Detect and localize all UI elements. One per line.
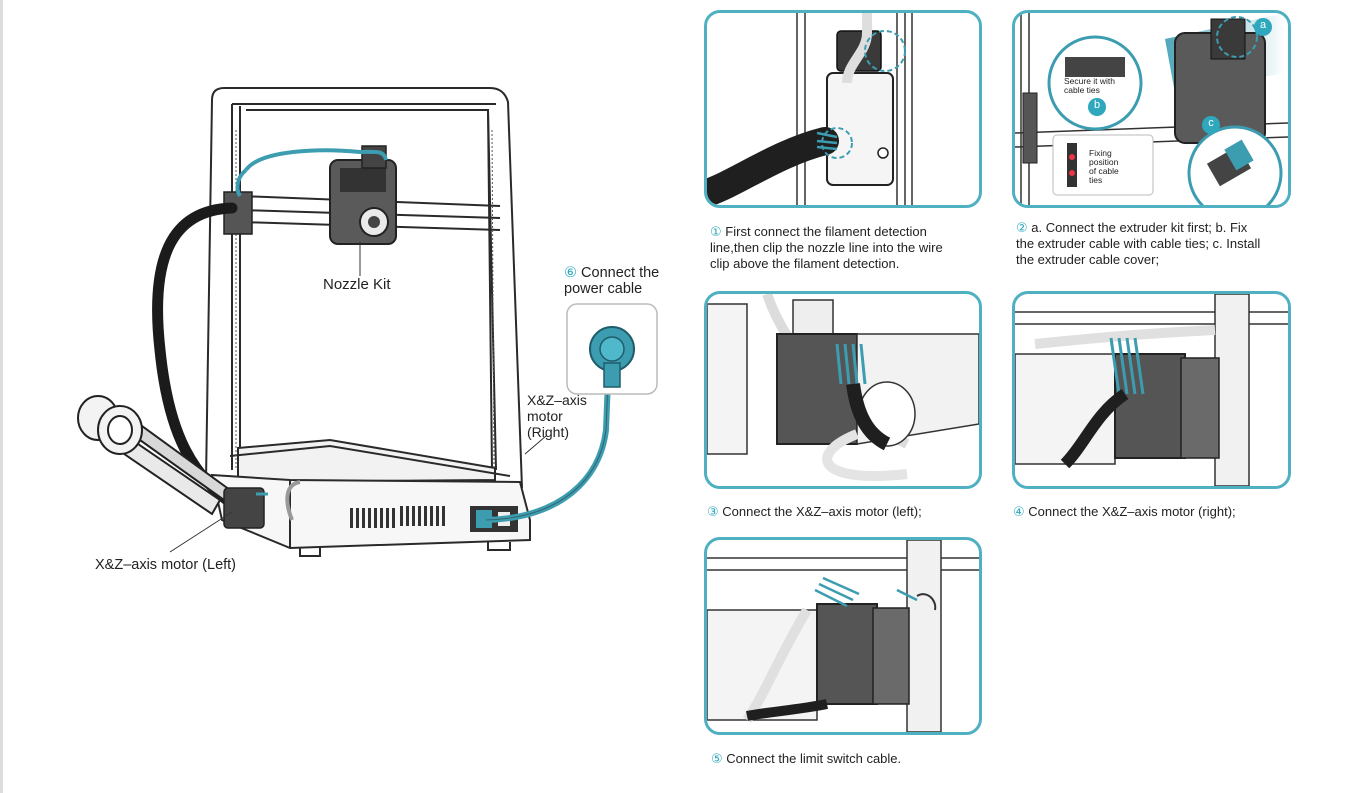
secure-line-2: cable ties: [1064, 85, 1100, 95]
step-1-number: ①: [710, 224, 722, 239]
fixing-line-2: position: [1089, 157, 1119, 167]
step-4-panel: [1012, 291, 1291, 489]
step-2-line-2: the extruder cable with cable ties; c. I…: [1016, 236, 1261, 251]
motor-right-line-2: motor: [527, 408, 563, 424]
step-2-illustration: [1015, 13, 1288, 205]
nozzle-kit-label: Nozzle Kit: [323, 276, 391, 293]
printer-illustration: [77, 87, 611, 557]
step-5-caption: ⑤ Connect the limit switch cable.: [711, 751, 1011, 767]
power-cable-label: ⑥ Connect the power cable: [564, 265, 659, 297]
step-3-number: ③: [707, 504, 719, 519]
motor-right-label: X&Z–axis motor (Right): [527, 392, 587, 440]
power-line-2: power cable: [564, 281, 643, 297]
step-5-line-1: Connect the limit switch cable.: [726, 751, 902, 766]
step-1-line-2: line,then clip the nozzle line into the …: [710, 240, 943, 255]
step-2-number: ②: [1016, 220, 1028, 235]
power-step-number: ⑥: [564, 265, 577, 281]
step-2-panel: Secure it with cable ties Fixing positio…: [1012, 10, 1291, 208]
step-1-panel: [704, 10, 982, 208]
page-edge: [0, 0, 3, 793]
step-1-line-1: First connect the filament detection: [725, 224, 927, 239]
motor-right-line-1: X&Z–axis: [527, 392, 587, 408]
fixing-line-1: Fixing: [1089, 148, 1112, 158]
motor-right-line-3: (Right): [527, 424, 570, 440]
step-4-illustration: [1015, 294, 1288, 486]
fixing-callout: Fixing position of cable ties: [1089, 149, 1119, 185]
badge-a: a: [1259, 19, 1267, 31]
secure-line-1: Secure it with: [1064, 76, 1116, 86]
step-3-line-1: Connect the X&Z–axis motor (left);: [722, 504, 922, 519]
step-1-caption: ① First connect the filament detection l…: [710, 224, 990, 272]
step-1-line-3: clip above the filament detection.: [710, 256, 900, 271]
step-1-illustration: [707, 13, 913, 205]
motor-left-label: X&Z–axis motor (Left): [95, 557, 237, 573]
step-3-illustration: [707, 294, 979, 481]
fixing-line-3: of cable: [1089, 166, 1119, 176]
secure-callout: Secure it with cable ties: [1064, 77, 1115, 95]
step-5-panel: [704, 537, 982, 735]
step-4-number: ④: [1013, 504, 1025, 519]
fixing-line-4: ties: [1089, 175, 1103, 185]
step-4-caption: ④ Connect the X&Z–axis motor (right);: [1013, 504, 1333, 520]
step-2-caption: ② a. Connect the extruder kit first; b. …: [1016, 220, 1316, 268]
step-5-number: ⑤: [711, 751, 723, 766]
badge-b: b: [1093, 99, 1101, 111]
step-3-caption: ③ Connect the X&Z–axis motor (left);: [707, 504, 1007, 520]
power-line-1: Connect the: [581, 265, 660, 281]
step-5-illustration: [707, 540, 979, 732]
step-2-line-3: the extruder cable cover;: [1016, 252, 1160, 267]
badge-c: c: [1208, 117, 1214, 129]
step-2-line-1: a. Connect the extruder kit first; b. Fi…: [1031, 220, 1248, 235]
step-3-panel: [704, 291, 982, 489]
wall-socket-illustration: [566, 303, 658, 395]
step-4-line-1: Connect the X&Z–axis motor (right);: [1028, 504, 1236, 519]
